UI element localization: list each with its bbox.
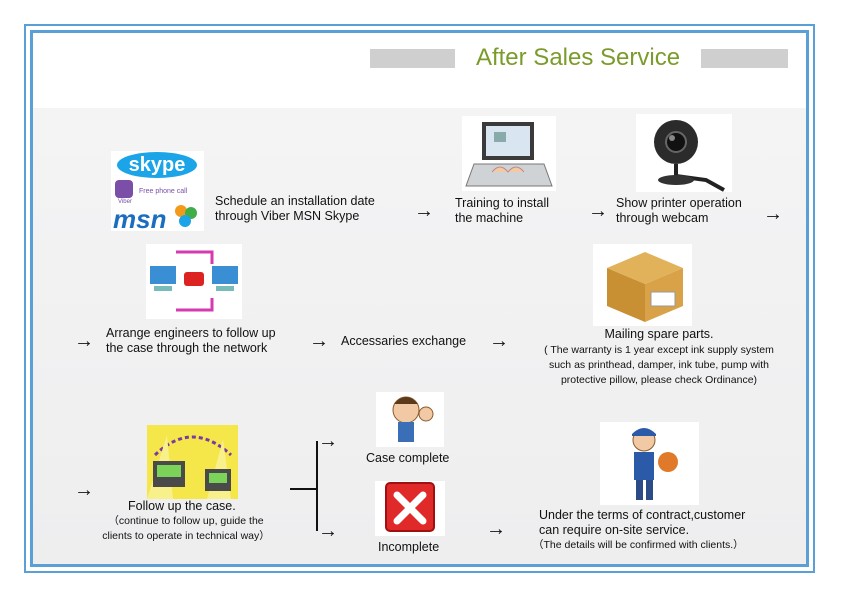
step-follow: Follow up the case. (128, 499, 236, 513)
arrow-2: → (588, 200, 608, 222)
printer-icon (147, 425, 238, 499)
laptop-icon (462, 116, 556, 191)
arrow-8: → (486, 518, 506, 540)
title-bar-left (370, 49, 455, 68)
arrow-3: → (763, 203, 783, 225)
network-icon (146, 244, 242, 319)
onsite-note: （The details will be confirmed with clie… (533, 539, 744, 551)
step-accessories: Accessaries exchange (341, 334, 467, 348)
arrow-6: → (489, 330, 509, 352)
arrow-up-branch: → (318, 430, 338, 452)
svg-text:Viber: Viber (118, 199, 132, 205)
messenger-logos: skype Viber Free phone call msn (111, 151, 204, 231)
technician-icon (600, 422, 699, 505)
viber-logo: Viber Free phone call (115, 180, 188, 205)
svg-text:Free phone call: Free phone call (139, 188, 188, 195)
arrow-5: → (309, 330, 329, 352)
skype-logo: skype (117, 152, 197, 178)
case-incomplete: Incomplete (378, 540, 440, 554)
arrow-7: → (74, 479, 94, 501)
branch-stem (290, 488, 318, 490)
arrow-4: → (74, 330, 94, 352)
branch-line (316, 441, 318, 531)
arrow-1: → (414, 200, 434, 222)
svg-text:msn: msn (113, 204, 166, 231)
package-icon (593, 244, 692, 326)
title-bar-right (701, 49, 788, 68)
mailing-note: ( The warranty is 1 year except ink supp… (544, 344, 774, 386)
step-mailing: Mailing spare parts. (604, 327, 714, 341)
error-icon (375, 481, 445, 536)
case-complete: Case complete (366, 451, 450, 465)
webcam-icon (636, 114, 732, 192)
page-title: After Sales Service (475, 44, 681, 71)
svg-text:skype: skype (129, 154, 186, 176)
arrow-down-branch: → (318, 520, 338, 542)
thumbs-up-icon (376, 392, 444, 447)
msn-logo: msn (113, 204, 197, 231)
